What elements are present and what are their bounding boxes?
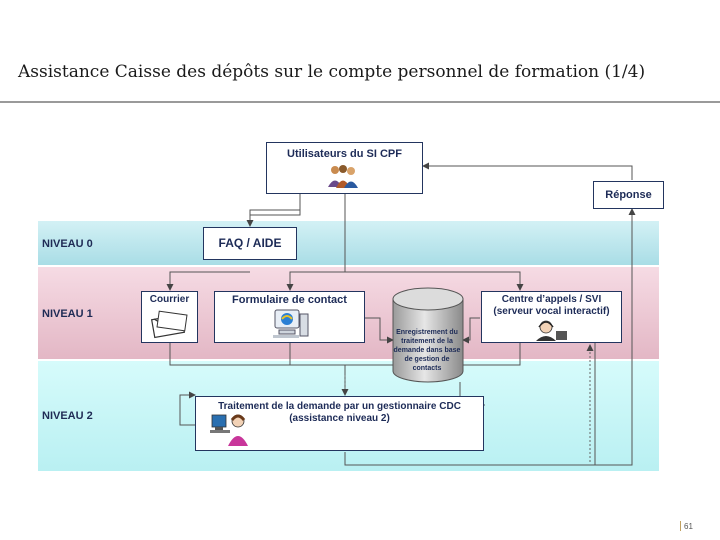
level-0-band [38,221,659,265]
level-1-label: NIVEAU 1 [42,308,93,320]
database-label: Enregistrement du traitement de la deman… [393,329,461,372]
users-label: Utilisateurs du SI CPF [287,148,402,160]
callcenter-label-line1: Centre d’appels / SVI [501,294,602,305]
users-group-icon [328,165,358,188]
response-label: Réponse [605,189,652,201]
users-box: Utilisateurs du SI CPF [266,142,423,194]
courrier-box: Courrier [141,291,198,343]
form-label: Formulaire de contact [232,294,347,306]
processing-label-line2: (assistance niveau 2) [289,413,390,424]
faq-label: FAQ / AIDE [218,236,282,250]
processing-box: Traitement de la demande par un gestionn… [195,396,484,451]
response-box: Réponse [593,181,664,209]
callcenter-label-line2: (serveur vocal interactif) [493,306,610,317]
level-0-label: NIVEAU 0 [42,238,93,250]
callcenter-box: Centre d’appels / SVI (serveur vocal int… [481,291,622,343]
level-2-label: NIVEAU 2 [42,410,93,422]
form-box: Formulaire de contact [214,291,365,343]
faq-box: FAQ / AIDE [203,227,297,260]
page-title: Assistance Caisse des dépôts sur le comp… [18,62,646,82]
envelope-icon [150,310,188,339]
processing-label-line1: Traitement de la demande par un gestionn… [218,401,461,412]
title-divider [0,101,720,103]
computer-icon [273,309,309,338]
operator-icon [210,414,248,446]
page-number: 61 [684,522,693,531]
headset-icon [536,320,567,341]
database-cylinder-icon [392,287,464,383]
courrier-label: Courrier [149,294,190,305]
page-number-bar [680,521,681,531]
